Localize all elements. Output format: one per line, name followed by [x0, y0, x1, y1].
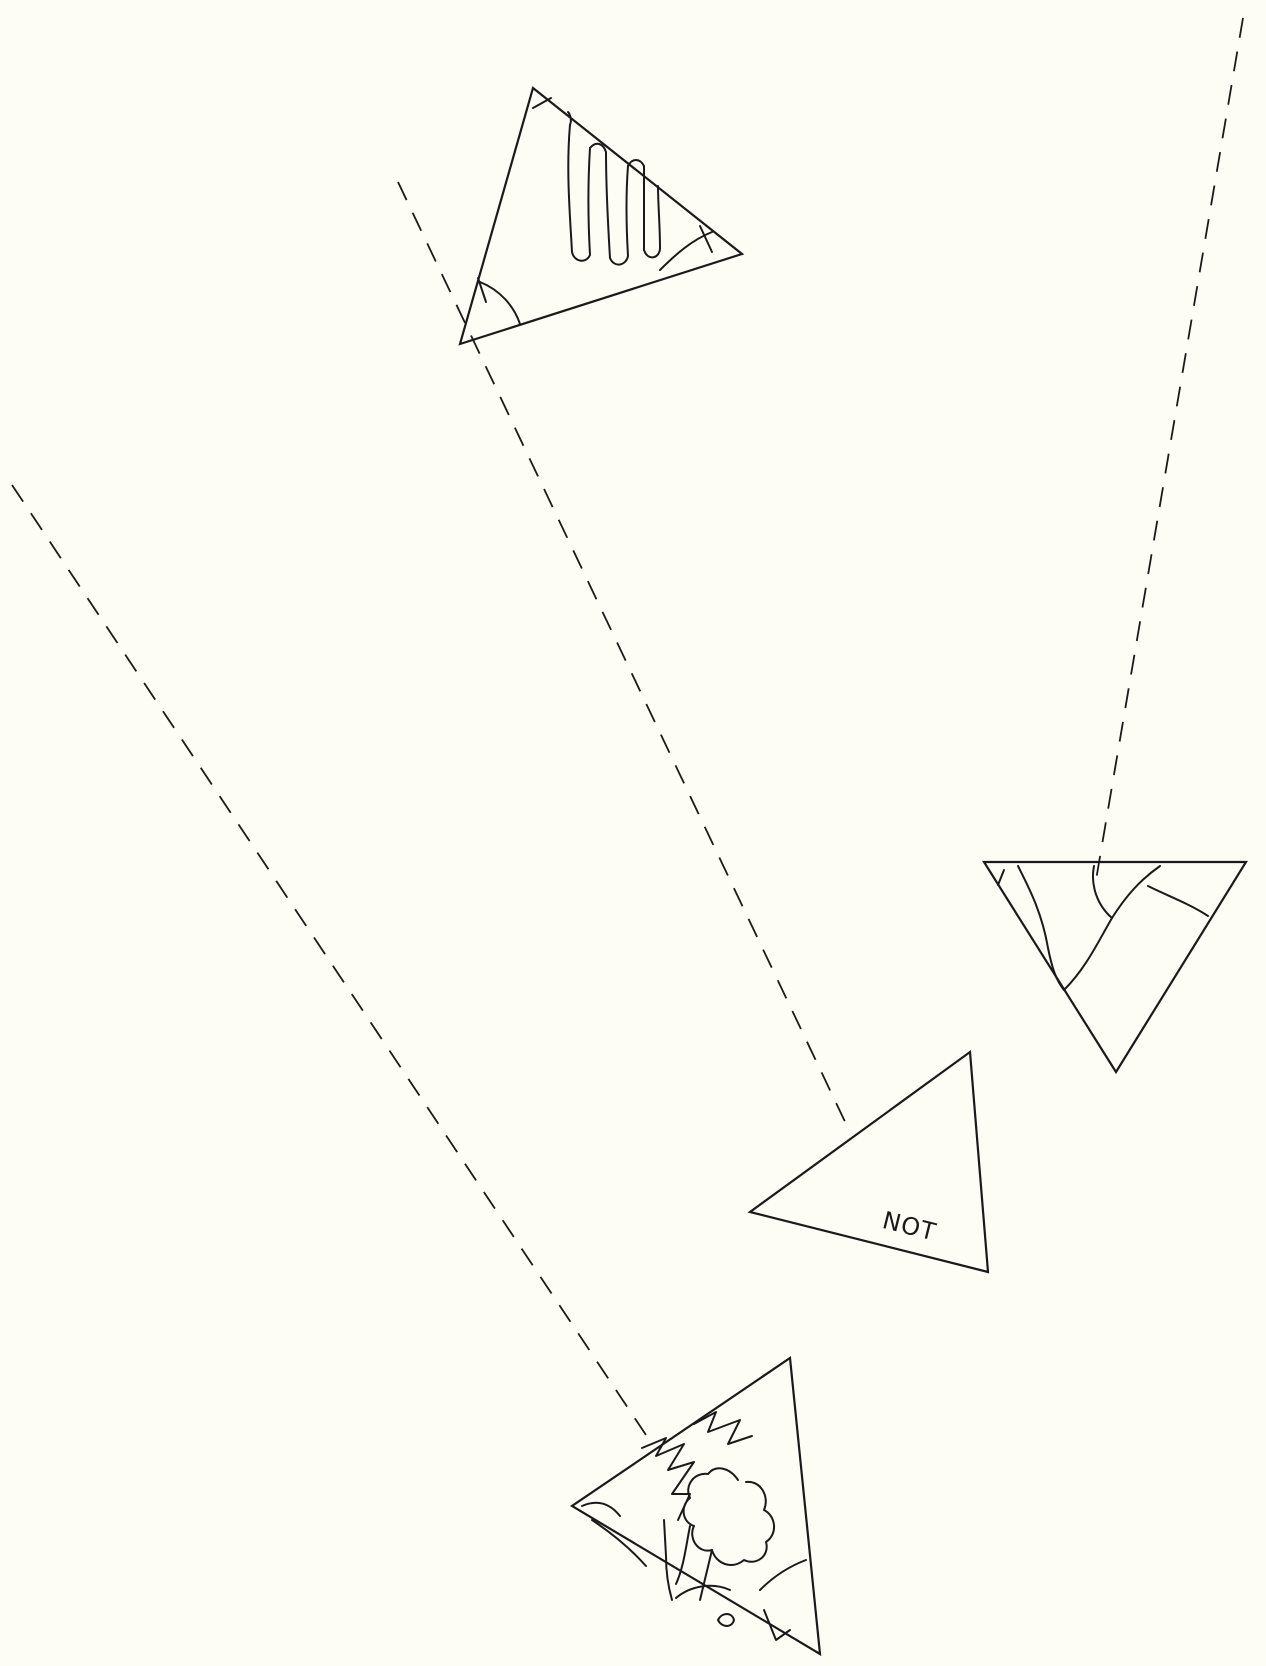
label-piece-outline	[750, 1052, 988, 1272]
tree-piece	[572, 1358, 820, 1654]
label-piece: NOT	[750, 1052, 988, 1272]
landscape-piece-outline	[984, 862, 1246, 1072]
landscape-fragment-icon	[998, 866, 1208, 990]
hand-piece-outline	[460, 88, 742, 344]
connector-to-landscape	[1095, 18, 1243, 886]
piece-label-text: NOT	[880, 1206, 940, 1246]
tree-fragment-icon	[582, 1412, 806, 1640]
hand-fragment-icon	[478, 98, 712, 324]
hand-piece	[460, 88, 742, 344]
landscape-piece	[984, 862, 1246, 1072]
connector-to-tree	[12, 485, 648, 1438]
